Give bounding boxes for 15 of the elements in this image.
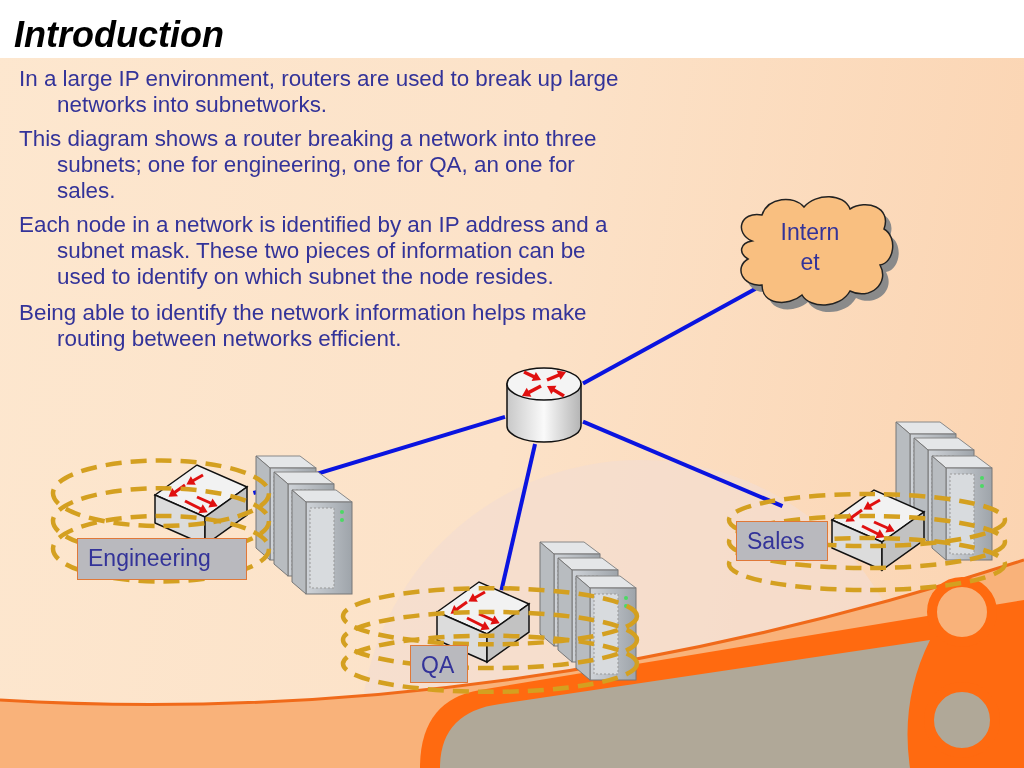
network-link <box>582 419 784 508</box>
subnet-ring <box>340 586 640 694</box>
subnet-label: QA <box>410 645 468 683</box>
bullet-paragraph: This diagram shows a router breaking a network into three subnets; one for engineering, one for QA, an one for sales. <box>19 126 598 204</box>
subnet-label: Engineering <box>77 538 247 580</box>
node-label: Internet <box>779 218 841 277</box>
router-icon <box>505 366 583 444</box>
bullet-paragraph: Each node in a network is identified by an IP address and a subnet mask. These two pieces of information can be used to identify on which subnet the node resides. <box>19 212 609 290</box>
bullet-paragraph: In a large IP environment, routers are used to break up large networks into subnetworks. <box>19 66 619 118</box>
subnet-label: Sales <box>736 521 828 561</box>
bullet-paragraph: Being able to identify the network information helps make routing between networks efficient. <box>19 300 588 352</box>
subnet-ring <box>726 492 1008 592</box>
slide-title: Introduction <box>14 14 224 56</box>
network-link <box>582 286 757 386</box>
network-link <box>499 443 537 591</box>
